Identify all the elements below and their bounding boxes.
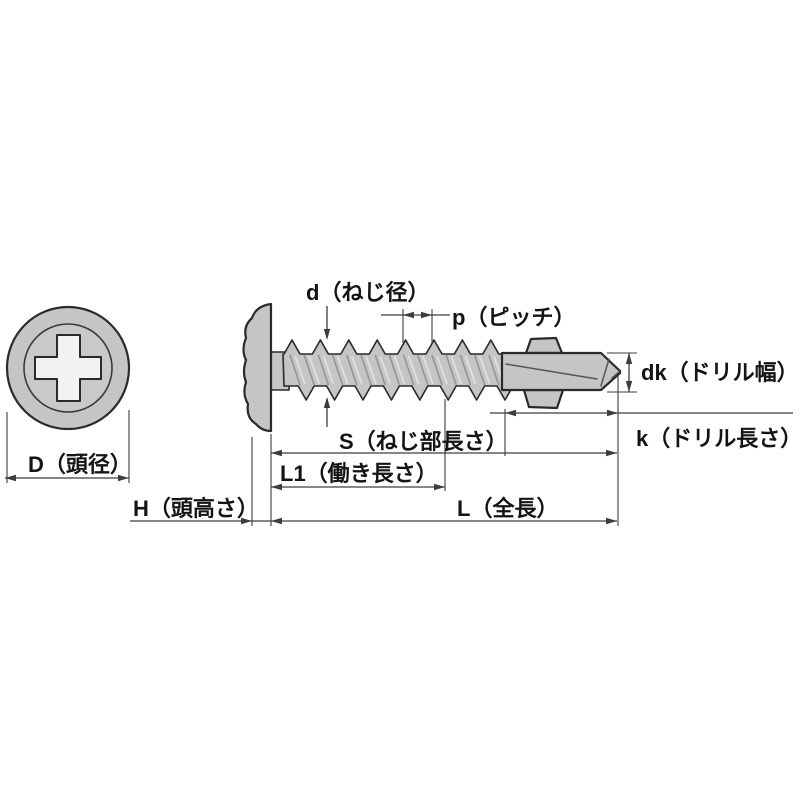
screw-side-view [242, 302, 622, 433]
thread-flank-line [331, 354, 344, 386]
label-working-length: L1（働き長さ） [280, 461, 438, 486]
drill-wing-bottom [522, 388, 565, 410]
arrowhead [421, 311, 432, 319]
drill-tip-edge-line [611, 371, 620, 379]
screw-head-front-view [5, 305, 131, 431]
arrowhead [606, 517, 617, 525]
thread-highlight-line [322, 355, 335, 385]
dimension-L1-working-length: L1（働き長さ） [271, 461, 445, 491]
phillips-recess [34, 334, 102, 402]
arrowhead [607, 409, 618, 417]
thread-flank-line [459, 354, 472, 386]
screw-threads [282, 339, 514, 401]
thread-flank-line [303, 354, 315, 386]
arrowhead [606, 449, 617, 457]
thread-highlight-line [450, 355, 463, 385]
drill-body [500, 351, 622, 392]
label-drill-length: k（ドリル長さ） [636, 426, 800, 451]
arrowhead [323, 397, 331, 408]
dimension-L-total-length: L（全長） [130, 496, 617, 525]
dimension-H-head-height: H（頭高さ） [133, 496, 259, 521]
thread-highlight-line [336, 355, 349, 385]
dimension-dk-drill-width: dk（ドリル幅） [625, 353, 799, 392]
thread-highlight-line [365, 355, 377, 385]
arrowhead [625, 353, 633, 364]
thread-flank-line [374, 354, 386, 386]
drill-point [500, 336, 622, 410]
thread-flank-line [388, 354, 401, 386]
extension-lines [6, 309, 637, 526]
drill-flute-line [505, 363, 598, 380]
thread-hatching [289, 354, 505, 386]
arrowhead [118, 474, 129, 482]
arrowhead [505, 409, 516, 417]
arrowhead [271, 483, 282, 491]
arrowhead [241, 517, 252, 525]
thread-highlight-line [421, 355, 434, 385]
arrowhead [403, 311, 414, 319]
label-total-length: L（全長） [457, 496, 558, 521]
dimension-p-pitch: p（ピッチ） [381, 305, 575, 330]
thread-flank-line [360, 354, 372, 386]
thread-flank-line [289, 354, 301, 386]
thread-flank-line [417, 354, 429, 386]
dimension-k-drill-length: k（ドリル長さ） [490, 409, 800, 451]
thread-flank-line [445, 354, 457, 386]
label-thread-diameter: d（ねじ径） [306, 280, 429, 305]
thread-flank-line [488, 354, 500, 386]
label-drill-width: dk（ドリル幅） [641, 360, 799, 385]
thread-highlight-line [436, 355, 448, 385]
arrowhead [271, 517, 282, 525]
thread-flank-line [473, 354, 486, 386]
thread-highlight-line [407, 355, 420, 385]
arrowhead [5, 474, 16, 482]
label-head-height: H（頭高さ） [133, 496, 259, 521]
dimension-D-head-diameter: D（頭径） [5, 452, 132, 482]
arrowhead [625, 381, 633, 392]
thread-highlight-line [350, 355, 363, 385]
thread-highlight-line [393, 355, 406, 385]
arrowhead [271, 449, 282, 457]
drill-tip-facet-line [600, 358, 610, 387]
label-head-diameter: D（頭径） [28, 452, 132, 477]
thread-highlight-line [464, 355, 477, 385]
arrowhead [434, 483, 445, 491]
thread-highlight-line [294, 355, 306, 385]
arrowhead [323, 329, 331, 340]
label-pitch: p（ピッチ） [452, 305, 575, 330]
thread-flank-line [346, 354, 358, 386]
dimension-d-thread-diameter: d（ねじ径） [306, 280, 429, 427]
label-thread-length: S（ねじ部長さ） [339, 429, 508, 454]
thread-highlight-line [478, 355, 491, 385]
thread-highlight-line [308, 355, 321, 385]
screw-head-side-profile [242, 302, 273, 433]
thread-flank-line [317, 354, 330, 386]
drill-wing-top [524, 336, 564, 355]
thread-flank-line [431, 354, 443, 386]
thread-highlight-line [379, 355, 392, 385]
dimension-S-thread-length: S（ねじ部長さ） [271, 429, 617, 457]
thread-flank-line [402, 354, 415, 386]
